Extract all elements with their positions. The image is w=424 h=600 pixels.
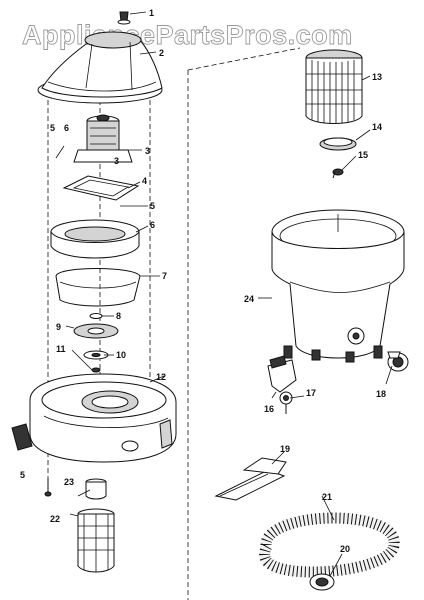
label-8: 8 (116, 311, 121, 321)
part-14-filter-disc (319, 137, 357, 151)
part-19-utility-nozzle (214, 457, 287, 501)
label-1: 1 (149, 8, 154, 18)
label-5a: 5 (150, 201, 155, 211)
label-4: 4 (142, 176, 147, 186)
part-4-gasket-plate (62, 175, 140, 201)
label-9: 9 (56, 322, 61, 332)
label-5c: 5 (20, 470, 25, 480)
part-7-wire-cage (55, 268, 141, 307)
label-11: 11 (56, 344, 66, 354)
part-2-motor-cover (37, 31, 163, 104)
label-6a: 6 (150, 220, 155, 230)
label-24: 24 (244, 294, 254, 304)
label-3a: 3 (145, 146, 150, 156)
label-6b: 6 (64, 123, 69, 133)
leader-lines (55, 11, 393, 577)
part-5-screw (44, 478, 52, 497)
watermark-text: AppliancePartsPros.com (22, 20, 353, 50)
label-21: 21 (322, 492, 332, 502)
label-18: 18 (376, 389, 386, 399)
part-10-disc (83, 350, 109, 360)
label-7: 7 (162, 271, 167, 281)
part-1-knob (117, 11, 131, 25)
label-14: 14 (372, 122, 382, 132)
label-15: 15 (358, 150, 368, 160)
label-22: 22 (50, 514, 60, 524)
part-11-nut (91, 367, 101, 373)
part-21-hose (259, 512, 400, 591)
label-12: 12 (156, 372, 166, 382)
label-17: 17 (306, 388, 316, 398)
label-5b: 5 (50, 123, 55, 133)
part-13-cartridge-filter (305, 49, 363, 124)
label-19: 19 (280, 444, 290, 454)
part-17-drain-cap (279, 391, 293, 414)
label-16: 16 (264, 404, 274, 414)
part-16-drain-adapter (267, 355, 297, 393)
label-13: 13 (372, 72, 382, 82)
part-8-washer (89, 313, 103, 319)
label-23: 23 (64, 477, 74, 487)
part-15-retainer (332, 168, 344, 179)
part-22-foam-filter (77, 508, 115, 573)
label-2: 2 (159, 48, 164, 58)
label-20: 20 (340, 544, 350, 554)
part-6-lid-ring (50, 219, 140, 259)
part-23-float (85, 478, 107, 500)
part-12-powerhead-housing (11, 373, 177, 463)
part-24-drum (271, 209, 405, 363)
part-9-float-disc (73, 323, 119, 339)
part-18-caster (387, 351, 409, 372)
divider-top-line (187, 47, 301, 71)
label-3b: 3 (114, 156, 119, 166)
label-10: 10 (116, 350, 126, 360)
part-3-motor (73, 114, 133, 163)
